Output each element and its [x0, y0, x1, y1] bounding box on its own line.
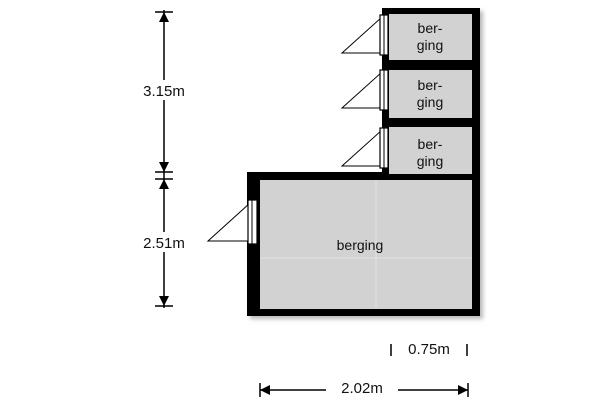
door-berging-3 — [340, 127, 389, 169]
doors — [206, 14, 389, 245]
room-labels: ber- ging ber- ging ber- ging berging — [337, 20, 444, 253]
door-berging-1 — [340, 14, 389, 56]
room-floor-berging-large — [260, 180, 472, 309]
dimension-upper-height: 3.15m — [143, 83, 185, 100]
small-width-dimension — [390, 344, 468, 356]
vertical-dimension — [155, 10, 173, 308]
room-label-berging-2-line1: ber- — [418, 77, 443, 93]
room-label-berging-3-line2: ging — [417, 153, 443, 169]
dimension-total-width: 2.02m — [341, 380, 383, 397]
door-berging-2 — [340, 69, 389, 111]
dimension-small-width: 0.75m — [408, 341, 450, 358]
room-label-berging-1-line2: ging — [417, 37, 443, 53]
room-floor-berging-1 — [389, 14, 472, 60]
floors — [260, 14, 472, 309]
room-label-berging-1-line1: ber- — [418, 20, 443, 36]
room-label-berging-2-line2: ging — [417, 94, 443, 110]
door-berging-large — [206, 199, 258, 245]
dimension-lower-height: 2.51m — [143, 235, 185, 252]
room-floor-berging-2 — [389, 70, 472, 118]
room-label-berging-3-line1: ber- — [418, 136, 443, 152]
room-label-berging-large: berging — [337, 237, 384, 253]
room-floor-berging-3 — [389, 127, 472, 174]
